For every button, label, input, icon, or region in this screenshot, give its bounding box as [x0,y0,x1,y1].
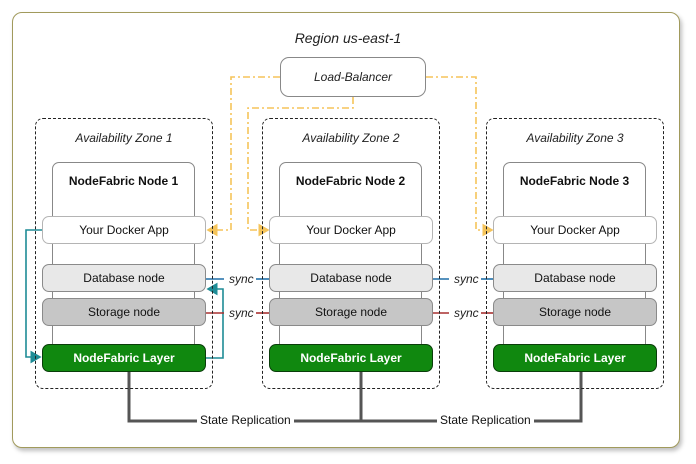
lb-to-app2-line [247,97,354,237]
database-node-2: Database node [269,264,433,292]
node-3-title: NodeFabric Node 3 [519,174,630,188]
node-3-box [503,162,646,362]
zone-3-label: Availability Zone 3 [526,131,624,145]
node-1-box [52,162,195,362]
fabric-layer-1: NodeFabric Layer [42,344,206,372]
lb-to-app1-line [206,76,280,237]
availability-zone-3 [486,118,664,389]
storage-node-2: Storage node [269,298,433,326]
fabric-layer-3: NodeFabric Layer [493,344,657,372]
docker-app-1: Your Docker App [42,216,206,244]
storage-node-1: Storage node [42,298,206,326]
docker-app-2: Your Docker App [269,216,433,244]
storage-node-3: Storage node [493,298,657,326]
node-2-title: NodeFabric Node 2 [295,174,406,188]
sync-label-storage-1: sync [229,306,254,320]
zone-1-label: Availability Zone 1 [75,131,173,145]
lb-to-app3-line [426,76,494,237]
replication-label-1: State Replication [197,413,294,427]
docker-app-3: Your Docker App [493,216,657,244]
sync-label-db-2: sync [454,272,479,286]
app-to-layer-line [25,229,43,364]
node-2-box [279,162,422,362]
load-balancer: Load-Balancer [280,57,426,97]
zone-2-label: Availability Zone 2 [302,131,400,145]
layer-to-db-line [206,282,224,359]
database-node-3: Database node [493,264,657,292]
sync-label-storage-2: sync [454,306,479,320]
fabric-layer-2: NodeFabric Layer [269,344,433,372]
availability-zone-2 [262,118,440,389]
sync-label-db-1: sync [229,272,254,286]
replication-label-2: State Replication [437,413,534,427]
region-title: Region us-east-1 [294,30,402,46]
node-1-title: NodeFabric Node 1 [68,174,179,188]
database-node-1: Database node [42,264,206,292]
availability-zone-1 [35,118,213,389]
